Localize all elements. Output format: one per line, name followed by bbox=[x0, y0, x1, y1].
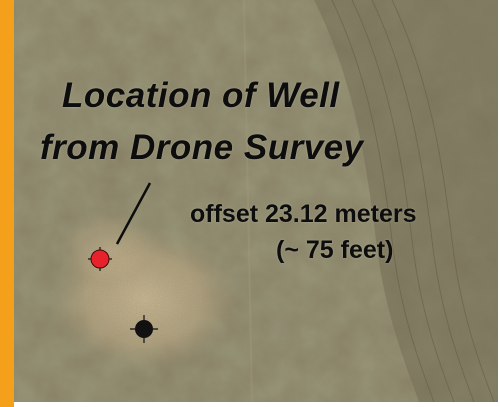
image-grain bbox=[14, 0, 498, 402]
accent-bar bbox=[0, 0, 14, 407]
survey-title-line-2: from Drone Survey bbox=[40, 128, 364, 167]
aerial-imagery bbox=[14, 0, 498, 402]
pointer-line bbox=[115, 182, 152, 245]
survey-title-line-1: Location of Well bbox=[62, 76, 340, 115]
recorded-well-marker bbox=[130, 315, 158, 343]
offset-distance-meters: offset 23.12 meters bbox=[190, 200, 417, 228]
offset-distance-feet: (~ 75 feet) bbox=[276, 236, 394, 264]
drone-survey-well-marker bbox=[88, 247, 112, 271]
